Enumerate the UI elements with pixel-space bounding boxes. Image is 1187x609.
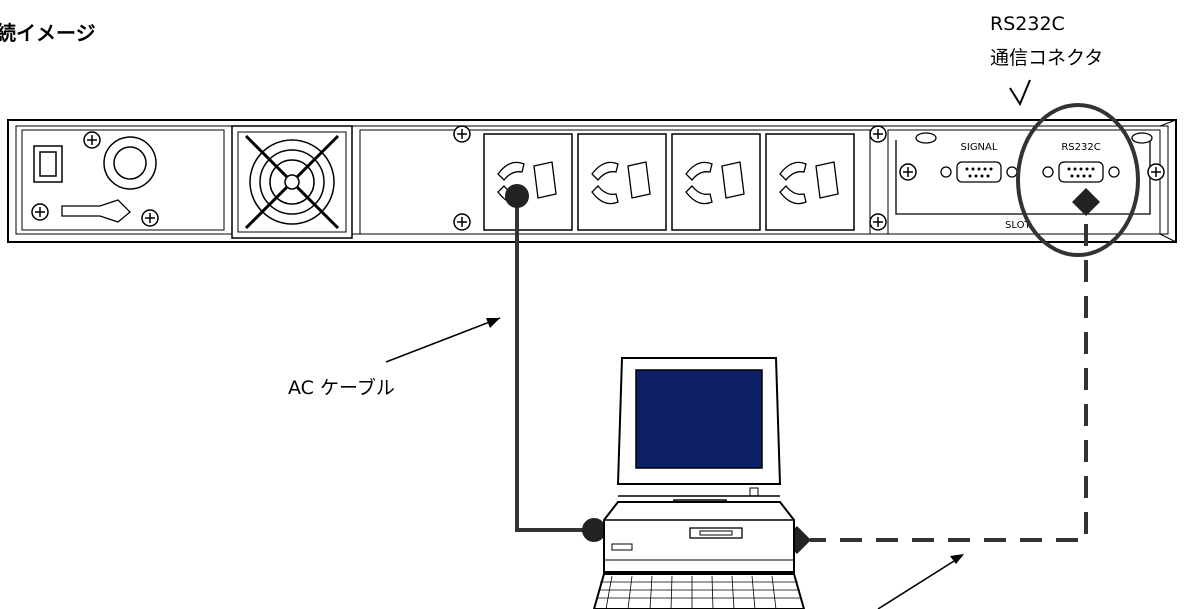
rs232c-cable-pointer-line [877, 555, 963, 609]
ac-cable-line [515, 196, 592, 532]
rear-panel: SIGNAL RS232C SLOT [7, 119, 1177, 243]
db9-connector-icon [1058, 161, 1104, 183]
ac-outlet-icon [483, 133, 573, 231]
screw-icon [869, 125, 887, 143]
screw-icon [1147, 163, 1165, 181]
rs232c-pointer-arrow [1009, 79, 1031, 107]
screw-icon [899, 163, 917, 181]
ac-outlet-icon [671, 133, 761, 231]
power-inlet-section [21, 129, 225, 231]
db9-connector-icon [956, 161, 1002, 183]
screw-icon [83, 131, 101, 149]
ac-cable-label: AC ケーブル [288, 376, 395, 399]
monitor-screen [635, 369, 763, 469]
signal-port-label: SIGNAL [961, 142, 998, 153]
slot-label: SLOT [1005, 220, 1031, 231]
screw-icon [869, 213, 887, 231]
rs232c-label-line2: 通信コネクタ [990, 47, 1103, 69]
ac-cable-pointer-line [385, 317, 501, 363]
rs232c-highlight-circle [1016, 103, 1140, 257]
screw-icon [453, 213, 471, 231]
rs232c-label-line1: RS232C [990, 13, 1065, 35]
rs232c-cable-line [810, 224, 1088, 542]
ac-outlet-icon [765, 133, 855, 231]
rs232c-cable-connector-top [1072, 188, 1100, 216]
ac-cable-plug-pc [582, 518, 606, 542]
diagram-title: 続イメージ [0, 21, 96, 45]
ac-cable-plug-top [505, 184, 529, 208]
fan-icon [231, 125, 353, 239]
ac-outlet-icon [577, 133, 667, 231]
computer-icon [603, 357, 795, 573]
screw-icon [31, 203, 49, 221]
rs232c-port-label: RS232C [1061, 142, 1100, 153]
option-slot: SIGNAL RS232C SLOT [887, 129, 1165, 235]
screw-icon [453, 125, 471, 143]
keyboard-icon [592, 573, 806, 609]
screw-icon [141, 209, 159, 227]
